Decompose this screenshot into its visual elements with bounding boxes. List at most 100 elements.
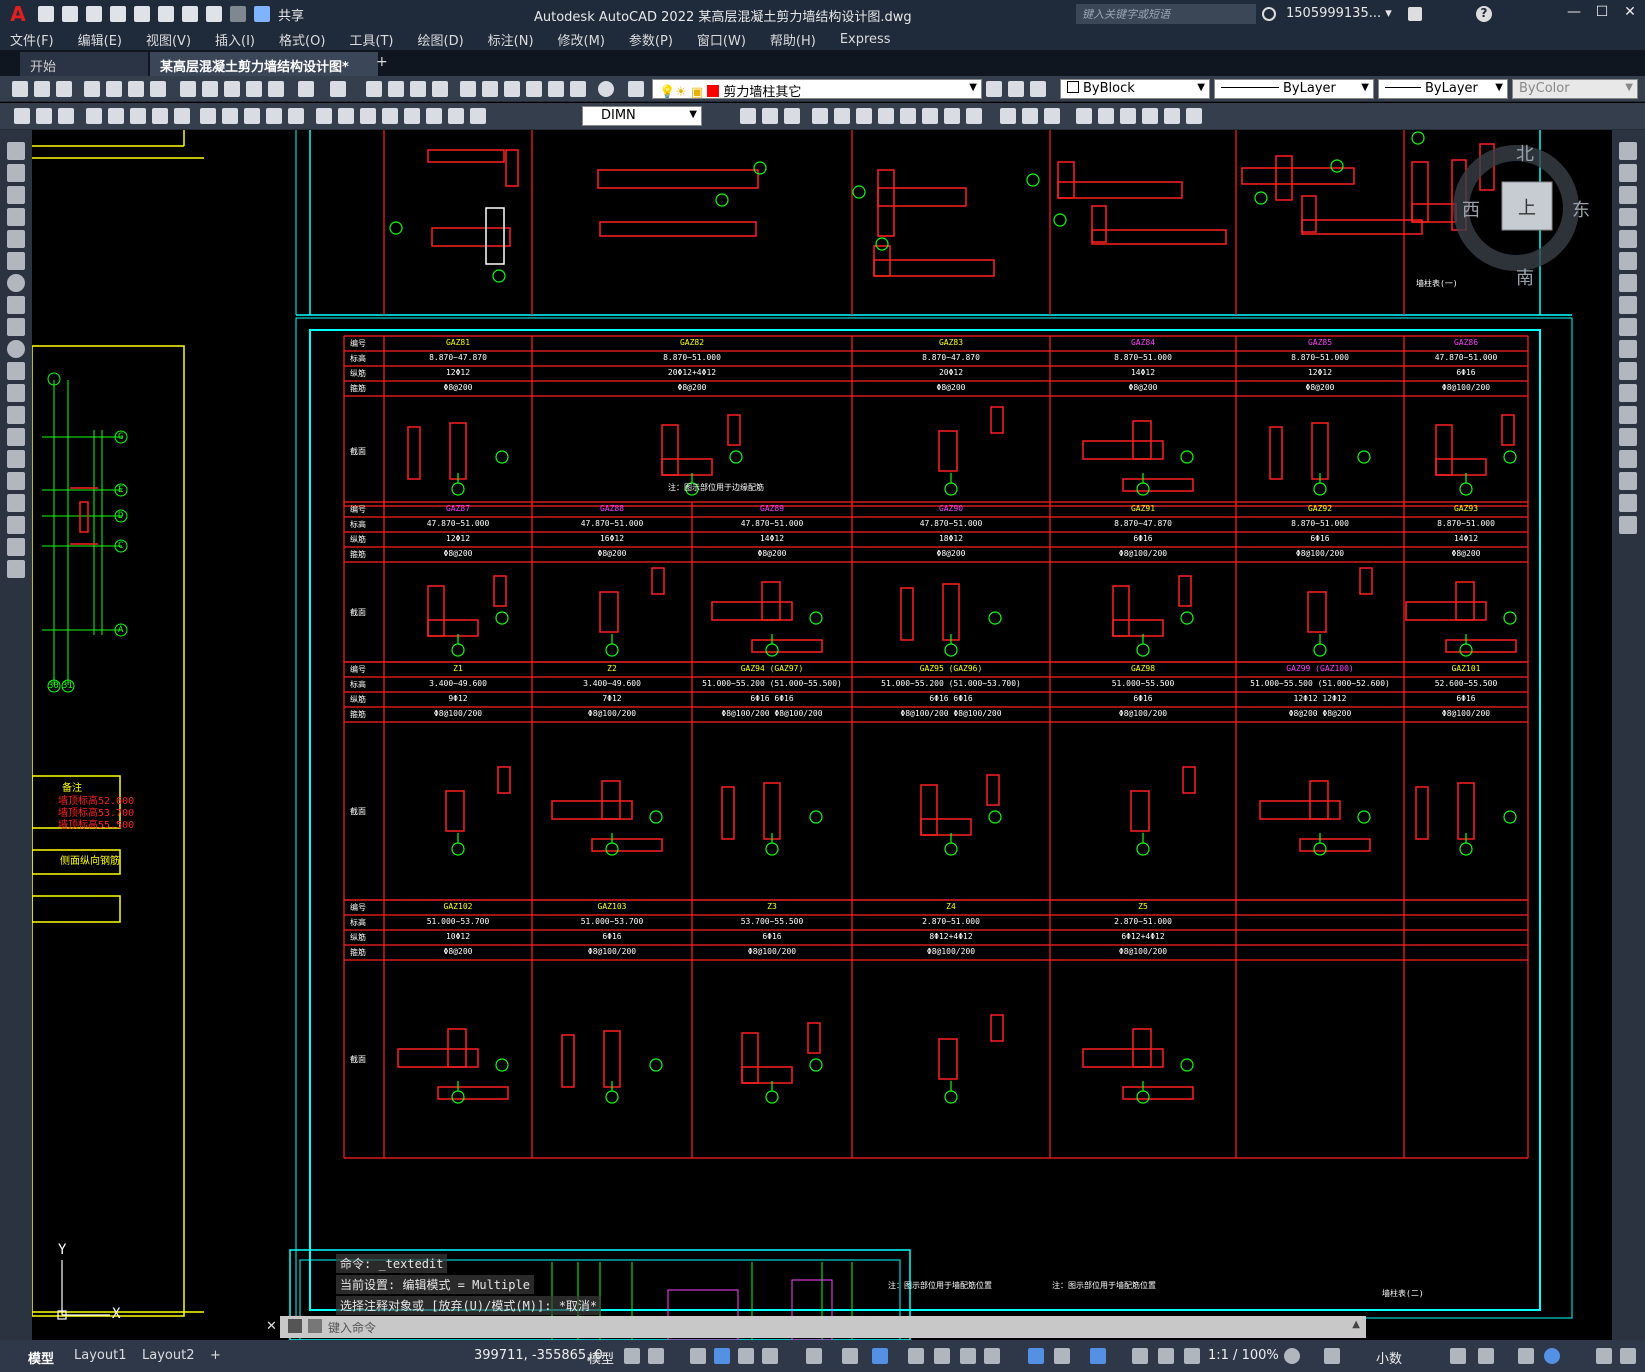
customization-icon[interactable] — [1620, 1348, 1636, 1364]
dim-break-icon[interactable] — [288, 108, 304, 124]
annotation-monitor-icon[interactable] — [1324, 1348, 1340, 1364]
tab-layout1[interactable]: Layout1 — [74, 1348, 127, 1363]
line-icon[interactable] — [7, 142, 25, 160]
units-dropdown[interactable]: 小数 — [1376, 1352, 1403, 1367]
table-icon[interactable] — [7, 516, 25, 534]
dimstyle-dropdown[interactable]: DIMN▼ — [582, 106, 702, 126]
modify-chamfer-icon[interactable] — [1022, 108, 1038, 124]
clean-screen-icon[interactable] — [1596, 1348, 1612, 1364]
gradient-icon[interactable] — [7, 472, 25, 490]
compass-east[interactable]: 东 — [1572, 200, 1590, 221]
share-icon[interactable] — [254, 6, 270, 22]
command-customize-icon[interactable] — [288, 1319, 302, 1333]
join-icon[interactable] — [1619, 428, 1637, 446]
cut-icon[interactable] — [180, 81, 196, 97]
erase-icon[interactable] — [1619, 142, 1637, 160]
baseline-dim-icon[interactable] — [222, 108, 238, 124]
arc-length-icon[interactable] — [58, 108, 74, 124]
multiline-text-icon[interactable] — [7, 538, 25, 556]
calculator-icon[interactable] — [570, 81, 586, 97]
menu-window[interactable]: 窗口(W) — [696, 33, 746, 49]
rotate-icon[interactable] — [1619, 274, 1637, 292]
make-block-icon[interactable] — [7, 406, 25, 424]
tool-palettes-icon[interactable] — [504, 81, 520, 97]
compass-west[interactable]: 西 — [1462, 200, 1480, 221]
diameter-dim-icon[interactable] — [152, 108, 168, 124]
continue-dim-icon[interactable] — [244, 108, 260, 124]
plotstyle-dropdown[interactable]: ByColor▼ — [1512, 79, 1638, 99]
aligned-dim-icon[interactable] — [36, 108, 52, 124]
help-icon[interactable] — [598, 81, 614, 97]
search-input[interactable]: 键入关键字或短语 — [1076, 4, 1256, 24]
inspect-icon[interactable] — [360, 108, 376, 124]
save-icon[interactable] — [56, 81, 72, 97]
share-button[interactable]: 共享 — [278, 8, 305, 24]
minimize-button[interactable]: — — [1567, 4, 1581, 20]
add-selected-icon[interactable] — [7, 560, 25, 578]
viewcube-top-face[interactable]: 上 — [1518, 198, 1536, 219]
break-at-point-icon[interactable] — [1619, 384, 1637, 402]
arc-icon[interactable] — [7, 252, 25, 270]
menu-modify[interactable]: 修改(M) — [557, 33, 605, 49]
polygon-icon[interactable] — [7, 208, 25, 226]
menu-dimension[interactable]: 标注(N) — [487, 33, 534, 49]
new-tab-button[interactable]: + — [376, 54, 388, 70]
point-icon[interactable] — [7, 428, 25, 446]
polar-icon[interactable] — [762, 1348, 778, 1364]
mirror-icon[interactable] — [1619, 186, 1637, 204]
modify-mirror-icon[interactable] — [762, 108, 778, 124]
compass-north[interactable]: 北 — [1516, 144, 1534, 165]
sheet-set-icon[interactable] — [526, 81, 542, 97]
menu-file[interactable]: 文件(F) — [10, 33, 54, 49]
selection-cycling-icon[interactable] — [960, 1348, 976, 1364]
lineweight-dropdown[interactable]: ByLayer▼ — [1378, 79, 1508, 99]
menu-view[interactable]: 视图(V) — [145, 33, 192, 49]
explode-icon[interactable] — [1619, 516, 1637, 534]
dim-space-icon[interactable] — [266, 108, 282, 124]
copy-icon[interactable] — [1619, 164, 1637, 182]
save-icon[interactable] — [86, 6, 102, 22]
tolerance-icon[interactable] — [316, 108, 332, 124]
zoom-realtime-icon[interactable] — [388, 81, 404, 97]
snap-icon[interactable] — [648, 1348, 664, 1364]
center-mark-icon[interactable] — [338, 108, 354, 124]
save-as-icon[interactable] — [110, 6, 126, 22]
circle-icon[interactable] — [7, 274, 25, 292]
command-scroll-up-icon[interactable]: ▲ — [1352, 1319, 1360, 1330]
scale-icon[interactable] — [1619, 296, 1637, 314]
menu-format[interactable]: 格式(O) — [279, 33, 326, 49]
move-icon[interactable] — [1619, 252, 1637, 270]
workspace-gear-icon[interactable] — [1284, 1348, 1300, 1364]
dim-style-icon[interactable] — [470, 108, 486, 124]
menu-edit[interactable]: 编辑(E) — [77, 33, 122, 49]
ortho-icon[interactable] — [738, 1348, 754, 1364]
dim-text-edit-icon[interactable] — [426, 108, 442, 124]
command-recent-icon[interactable] — [308, 1319, 322, 1333]
radius-dim-icon[interactable] — [108, 108, 124, 124]
gizmo-icon[interactable] — [1090, 1348, 1106, 1364]
modify-explode-icon[interactable] — [1076, 108, 1092, 124]
match-properties-icon[interactable] — [246, 81, 262, 97]
plot-preview-icon[interactable] — [106, 81, 122, 97]
modify-break-icon[interactable] — [966, 108, 982, 124]
pan-icon[interactable] — [366, 81, 382, 97]
close-button[interactable]: ✕ — [1624, 4, 1636, 20]
menu-draw[interactable]: 绘图(D) — [417, 33, 464, 49]
linetype-dropdown[interactable]: ByLayer▼ — [1214, 79, 1374, 99]
trim-icon[interactable] — [1619, 340, 1637, 358]
zoom-previous-icon[interactable] — [432, 81, 448, 97]
hatch-icon[interactable] — [7, 450, 25, 468]
ellipse-arc-icon[interactable] — [7, 362, 25, 380]
block-editor-icon[interactable] — [268, 81, 284, 97]
modify-extend-icon[interactable] — [944, 108, 960, 124]
lock-ui-icon[interactable] — [1478, 1348, 1494, 1364]
redo-icon[interactable] — [230, 6, 246, 22]
annotation-scale-value[interactable]: 1:1 / 100% — [1208, 1348, 1279, 1363]
menu-tools[interactable]: 工具(T) — [349, 33, 394, 49]
menu-parametric[interactable]: 参数(P) — [628, 33, 673, 49]
offset-icon[interactable] — [1619, 208, 1637, 226]
new-file-icon[interactable] — [38, 6, 54, 22]
color-dropdown[interactable]: ByBlock▼ — [1060, 79, 1210, 99]
menu-insert[interactable]: 插入(I) — [215, 33, 256, 49]
ungroup-icon[interactable] — [1142, 108, 1158, 124]
